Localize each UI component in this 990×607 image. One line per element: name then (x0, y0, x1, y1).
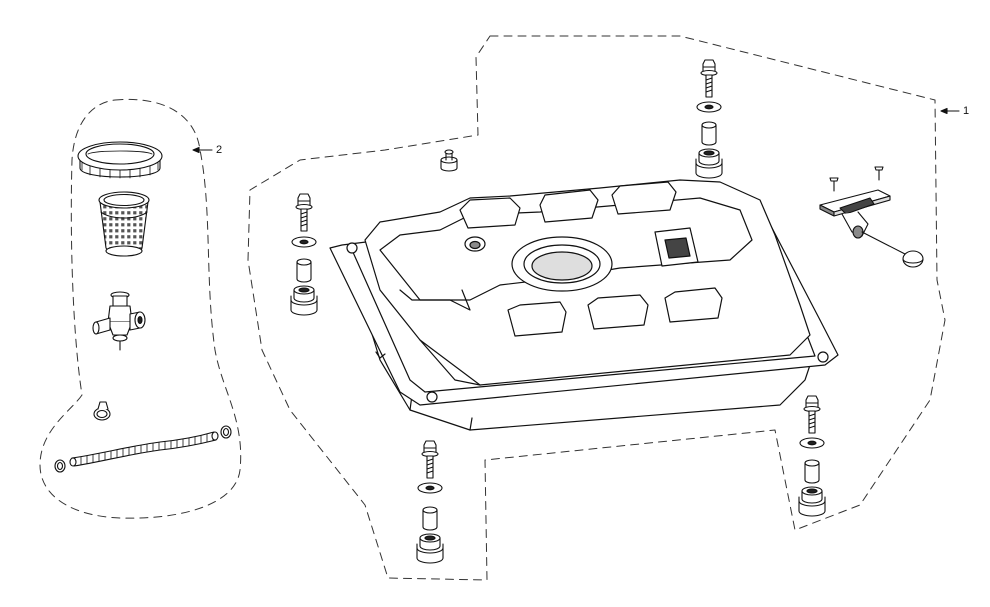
callout-1-arrow (940, 107, 948, 115)
hose-clip-right (220, 425, 232, 439)
hose-clip-left (54, 459, 66, 473)
mount-stack-bottom-center (416, 440, 444, 564)
callout-2-arrow (192, 146, 200, 154)
fuel-strainer (98, 191, 150, 257)
fuel-hose (69, 431, 219, 467)
vent-plug (440, 149, 458, 172)
sender-screw-right (874, 166, 884, 181)
callout-label-2: 2 (216, 144, 223, 156)
group-1-boundary (247, 35, 946, 581)
callout-label-1: 1 (963, 105, 970, 117)
sender-screw-left (829, 177, 839, 192)
mount-stack-left (290, 193, 318, 316)
mount-stack-bottom-right (798, 395, 826, 517)
group-2-boundary (39, 98, 242, 519)
fuel-level-sender (819, 166, 924, 268)
hose-clamp-top (93, 401, 111, 421)
mount-stack-top-right (695, 59, 723, 179)
fuel-tank (329, 179, 839, 431)
fuel-valve (92, 291, 146, 351)
filler-cap (77, 141, 163, 179)
